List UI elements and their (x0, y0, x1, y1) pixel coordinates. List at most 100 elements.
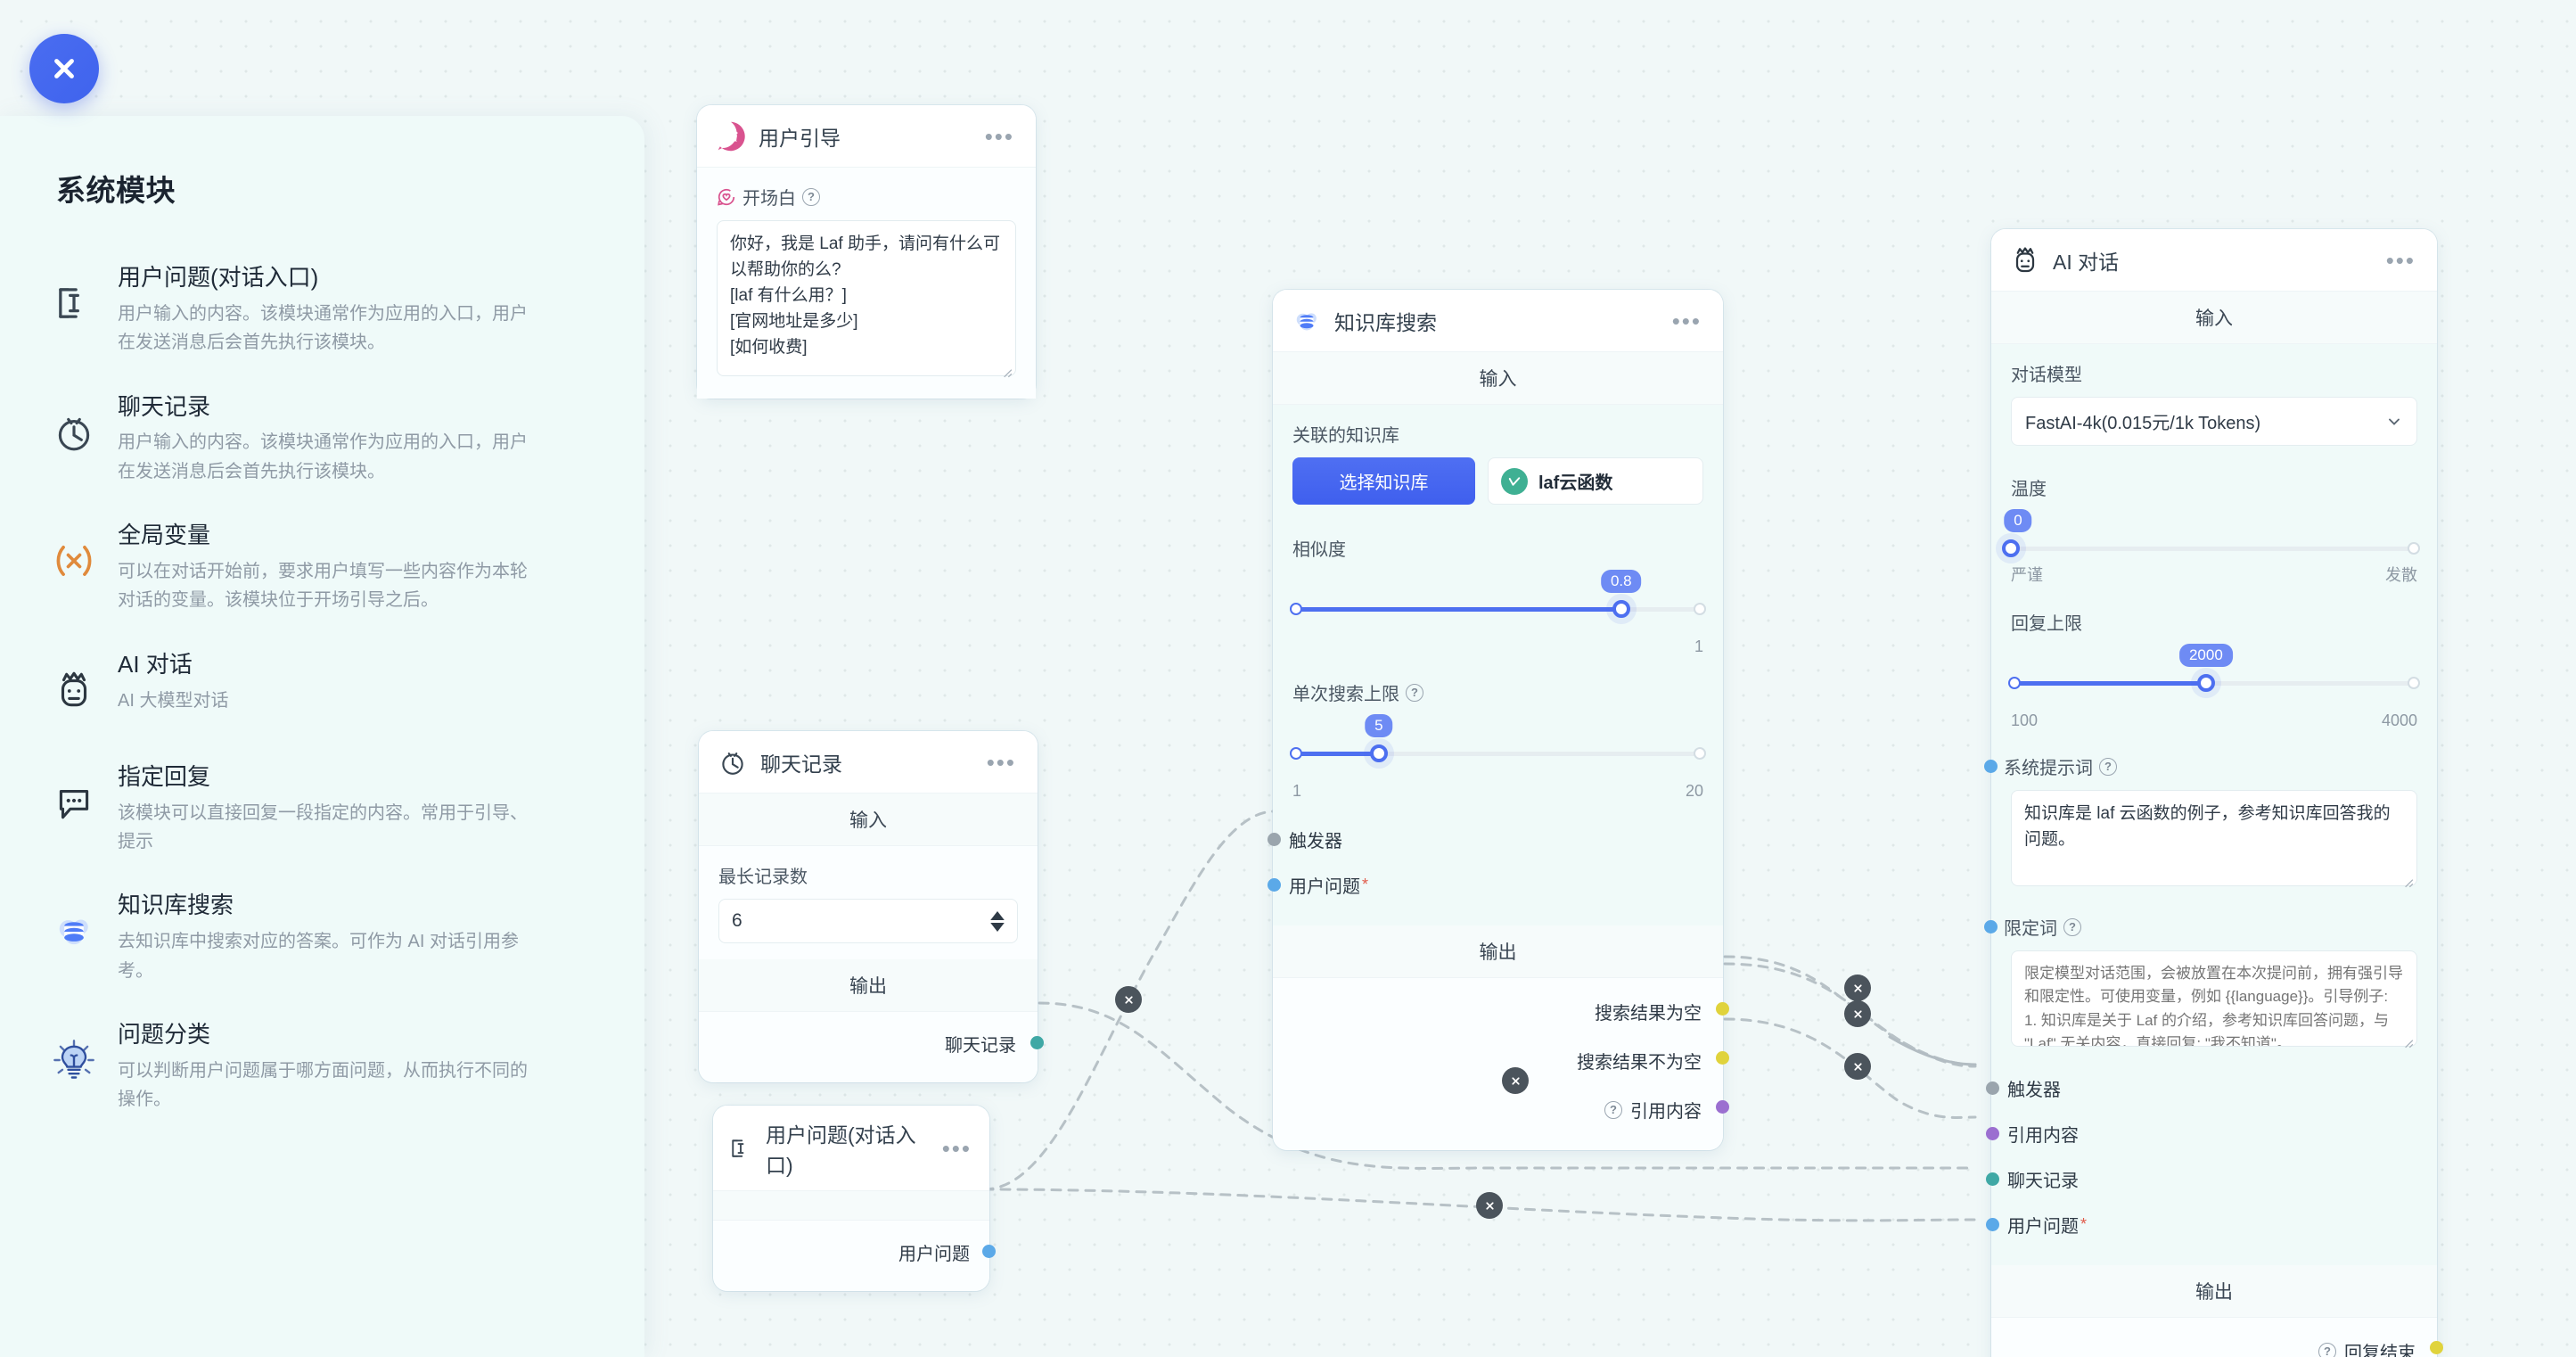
node-menu-button[interactable]: ••• (984, 123, 1014, 150)
sidebar-item-question-classify[interactable]: 问题分类 可以判断用户问题属于哪方面问题，从而执行不同的操作。 (0, 1000, 644, 1130)
node-kb-search[interactable]: 知识库搜索 ••• 输入 关联的知识库 选择知识库 laf云函数 相似度 (1267, 290, 1729, 1150)
label-text: 最长记录数 (718, 868, 808, 887)
chevron-up-icon[interactable] (990, 910, 1005, 920)
port-quote[interactable] (1716, 1100, 1729, 1114)
stepper-arrows[interactable] (990, 910, 1005, 932)
port-trigger[interactable] (1267, 833, 1281, 846)
input-row-history: 聊天记录 (1986, 1156, 2417, 1202)
max-tokens-label: 回复上限 (2011, 609, 2417, 635)
input-row-trigger: 触发器 (1986, 1065, 2417, 1111)
slider-knob[interactable] (2196, 674, 2215, 692)
port-quote[interactable] (1986, 1127, 1999, 1140)
port-chat-history[interactable] (1030, 1036, 1044, 1049)
panel-title: 系统模块 (56, 174, 176, 207)
sidebar-item-chat-history[interactable]: 聊天记录 用户输入的内容。该模块通常作为应用的入口，用户在发送消息后会首先执行该… (0, 373, 644, 502)
help-icon[interactable]: ? (2318, 1342, 2336, 1357)
slider-knob[interactable] (1369, 744, 1388, 762)
node-header: Hi 用户引导 ••• (697, 105, 1036, 168)
edge-delete-button[interactable] (1844, 975, 1871, 1001)
sidebar-item-kb-search[interactable]: 知识库搜索 去知识库中搜索对应的答案。可作为 AI 对话引用参考。 (0, 871, 644, 1000)
sidebar-item-user-question[interactable]: 用户问题(对话入口) 用户输入的内容。该模块通常作为应用的入口，用户在发送消息后… (0, 243, 644, 373)
slider-knob[interactable] (2002, 539, 2020, 557)
port-search-empty[interactable] (1716, 1002, 1729, 1016)
search-limit-slider[interactable]: 5 (1290, 714, 1706, 780)
node-menu-button[interactable]: ••• (986, 749, 1016, 776)
port-trigger[interactable] (1986, 1081, 1999, 1095)
label-text: 温度 (2011, 480, 2047, 499)
module-list: 用户问题(对话入口) 用户输入的内容。该模块通常作为应用的入口，用户在发送消息后… (0, 243, 644, 1130)
port-search-not-empty[interactable] (1716, 1051, 1729, 1065)
slider-max-dot (1694, 747, 1706, 760)
chevron-down-icon[interactable] (2385, 413, 2403, 431)
opening-statement-label: 开场白 ? (717, 184, 1016, 210)
help-icon[interactable]: ? (1406, 683, 1423, 702)
temperature-slider[interactable]: 0 (2002, 509, 2420, 568)
port-system-prompt[interactable] (1984, 760, 1998, 773)
edge-delete-button[interactable] (1844, 1000, 1871, 1027)
range-max: 发散 (2385, 566, 2417, 584)
module-desc: 可以在对话开始前，要求用户填写一些内容作为本轮对话的变量。该模块位于开场引导之后… (118, 562, 528, 611)
label-text: 关联的知识库 (1292, 426, 1399, 446)
edge-delete-button[interactable] (1115, 986, 1142, 1013)
node-menu-button[interactable]: ••• (2385, 247, 2416, 274)
module-desc: 可以判断用户问题属于哪方面问题，从而执行不同的操作。 (118, 1060, 528, 1110)
output-row-finish: ? 回复结束 (2011, 1327, 2443, 1357)
similarity-range: 1 (1292, 637, 1703, 656)
edge-delete-button[interactable] (1476, 1192, 1503, 1219)
node-title: 用户问题(对话入口) (766, 1123, 916, 1177)
label-text: 开场白 (742, 189, 796, 209)
module-desc: 用户输入的内容。该模块通常作为应用的入口，用户在发送消息后会首先执行该模块。 (118, 432, 528, 481)
slider-fill (1296, 607, 1620, 612)
close-panel-button[interactable] (29, 34, 99, 103)
node-menu-button[interactable]: ••• (941, 1135, 972, 1162)
text-input-icon (727, 1135, 754, 1162)
similarity-slider[interactable]: 0.8 (1290, 570, 1706, 636)
module-title: AI 对话 (118, 650, 193, 678)
database-icon (37, 886, 111, 968)
select-dataset-button[interactable]: 选择知识库 (1292, 457, 1475, 505)
output-section-label: 输出 (1991, 1265, 2437, 1318)
model-select[interactable]: FastAI-4k(0.015元/1k Tokens) (2011, 397, 2417, 446)
help-icon[interactable]: ? (1604, 1100, 1622, 1119)
system-prompt-textarea[interactable] (2011, 790, 2417, 886)
slider-rail (2014, 547, 2414, 551)
limit-words-textarea[interactable] (2011, 950, 2417, 1047)
edge-delete-button[interactable] (1502, 1067, 1529, 1094)
similarity-label: 相似度 (1292, 535, 1703, 561)
output-label: 聊天记录 (945, 1036, 1016, 1056)
node-header: 知识库搜索 ••• (1273, 290, 1723, 352)
port-user-question[interactable] (1267, 878, 1281, 892)
node-header: AI 对话 ••• (1991, 229, 2437, 292)
node-user-guide[interactable]: Hi 用户引导 ••• 开场白 ? (697, 105, 1036, 399)
dataset-chip[interactable]: laf云函数 (1488, 457, 1703, 505)
help-icon[interactable]: ? (2099, 757, 2117, 776)
module-title: 指定回复 (118, 762, 211, 790)
max-tokens-slider[interactable]: 2000 (2008, 644, 2420, 710)
port-limit-words[interactable] (1984, 920, 1998, 933)
node-menu-button[interactable]: ••• (1671, 308, 1702, 334)
sidebar-item-ai-chat[interactable]: AI 对话 AI 大模型对话 (0, 630, 644, 743)
label-text: 对话模型 (2011, 366, 2082, 385)
sidebar-item-global-variable[interactable]: 全局变量 可以在对话开始前，要求用户填写一些内容作为本轮对话的变量。该模块位于开… (0, 501, 644, 630)
node-ai-chat[interactable]: AI 对话 ••• 输入 对话模型 FastAI-4k(0.015元/1k To… (1984, 229, 2443, 1357)
port-finish[interactable] (2430, 1341, 2443, 1354)
port-user-question[interactable] (982, 1245, 996, 1258)
slider-knob[interactable] (1612, 600, 1630, 618)
port-user-question[interactable] (1986, 1218, 1999, 1231)
sidebar-item-specified-reply[interactable]: 指定回复 该模块可以直接回复一段指定的内容。常用于引导、提示 (0, 743, 644, 872)
chat-bubble-icon (37, 758, 111, 840)
close-icon (54, 59, 74, 78)
port-chat-history[interactable] (1986, 1172, 1999, 1186)
node-chat-history[interactable]: 聊天记录 ••• 输入 最长记录数 6 输出 聊天记录 (699, 731, 1044, 1082)
opening-statement-textarea[interactable] (717, 220, 1016, 376)
input-label: 触发器 (1289, 832, 1342, 851)
max-records-stepper[interactable]: 6 (718, 899, 1018, 943)
edge-delete-button[interactable] (1844, 1053, 1871, 1080)
help-icon[interactable]: ? (2063, 917, 2081, 936)
chevron-down-icon[interactable] (990, 922, 1005, 932)
clock-icon (717, 746, 749, 778)
node-user-question[interactable]: 用户问题(对话入口) ••• 用户问题 (713, 1106, 996, 1291)
help-icon[interactable]: ? (802, 187, 820, 206)
model-value: FastAI-4k(0.015元/1k Tokens) (2025, 414, 2261, 433)
node-title: 知识库搜索 (1334, 311, 1437, 334)
